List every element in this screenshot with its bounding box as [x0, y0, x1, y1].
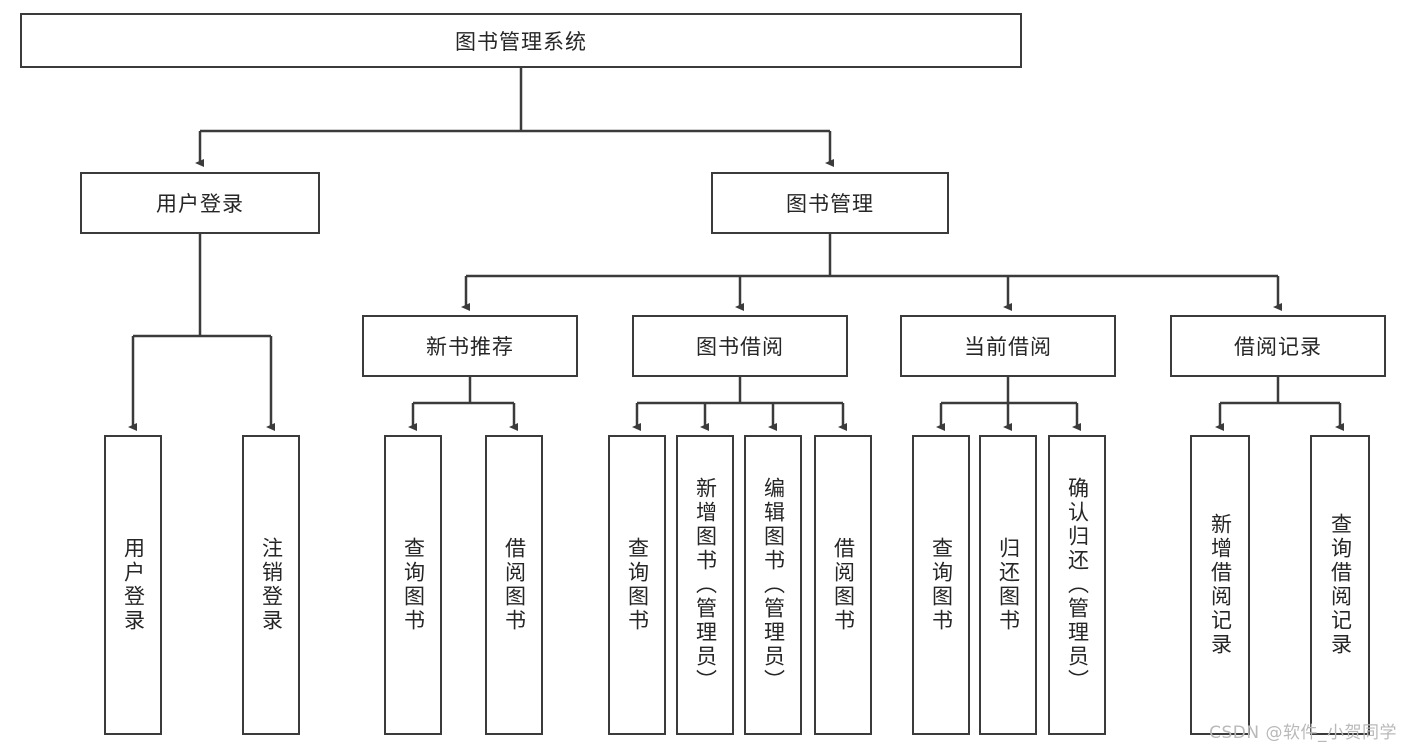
leaf-new-book-query[interactable]: 查询图书	[384, 435, 442, 735]
node-user-login[interactable]: 用户登录	[80, 172, 320, 234]
node-label: 用户登录	[156, 192, 244, 216]
node-label: 借阅图书	[502, 537, 527, 633]
node-label: 新书推荐	[426, 335, 514, 359]
node-label: 归还图书	[996, 537, 1021, 633]
node-label: 借阅图书	[831, 537, 856, 633]
leaf-new-book-borrow[interactable]: 借阅图书	[485, 435, 543, 735]
node-label: 当前借阅	[964, 335, 1052, 359]
node-label: 确认归还（管理员）	[1065, 477, 1090, 693]
watermark: CSDN @软件_小贺同学	[1209, 723, 1397, 743]
node-label: 用户登录	[121, 537, 146, 633]
leaf-user-logout[interactable]: 注销登录	[242, 435, 300, 735]
node-label: 图书管理	[786, 192, 874, 216]
leaf-user-login[interactable]: 用户登录	[104, 435, 162, 735]
node-label: 图书借阅	[696, 335, 784, 359]
node-current-borrow[interactable]: 当前借阅	[900, 315, 1116, 377]
leaf-current-query-book[interactable]: 查询图书	[912, 435, 970, 735]
leaf-record-add[interactable]: 新增借阅记录	[1190, 435, 1250, 735]
leaf-borrow-edit-book[interactable]: 编辑图书（管理员）	[744, 435, 802, 735]
node-label: 查询图书	[929, 537, 954, 633]
leaf-borrow-query-book[interactable]: 查询图书	[608, 435, 666, 735]
leaf-record-query[interactable]: 查询借阅记录	[1310, 435, 1370, 735]
node-label: 注销登录	[259, 537, 284, 633]
node-label: 查询借阅记录	[1328, 513, 1353, 657]
leaf-borrow-borrow-book[interactable]: 借阅图书	[814, 435, 872, 735]
node-label: 借阅记录	[1234, 335, 1322, 359]
leaf-borrow-add-book[interactable]: 新增图书（管理员）	[676, 435, 734, 735]
node-root-system[interactable]: 图书管理系统	[20, 13, 1022, 68]
node-borrow-record[interactable]: 借阅记录	[1170, 315, 1386, 377]
node-book-management[interactable]: 图书管理	[711, 172, 949, 234]
node-label: 查询图书	[625, 537, 650, 633]
node-new-book-recommend[interactable]: 新书推荐	[362, 315, 578, 377]
node-label: 查询图书	[401, 537, 426, 633]
leaf-current-return-book[interactable]: 归还图书	[979, 435, 1037, 735]
node-label: 新增图书（管理员）	[693, 477, 718, 693]
node-label: 编辑图书（管理员）	[761, 477, 786, 693]
leaf-current-confirm-return[interactable]: 确认归还（管理员）	[1048, 435, 1106, 735]
node-book-borrow[interactable]: 图书借阅	[632, 315, 848, 377]
node-label: 新增借阅记录	[1208, 513, 1233, 657]
node-label: 图书管理系统	[455, 29, 587, 54]
